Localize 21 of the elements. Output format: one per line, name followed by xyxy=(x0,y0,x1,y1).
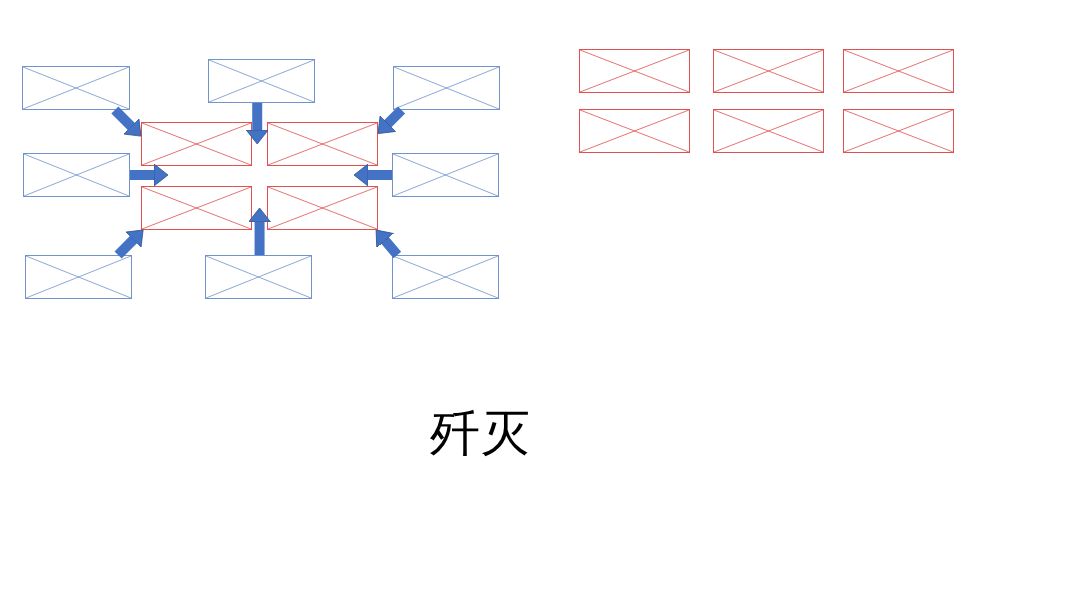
block-arrow xyxy=(245,103,269,145)
placeholder-box xyxy=(23,153,130,197)
placeholder-box xyxy=(208,59,315,103)
placeholder-box xyxy=(843,109,954,153)
placeholder-box xyxy=(392,153,499,197)
placeholder-box xyxy=(25,255,132,299)
block-arrow xyxy=(248,207,271,255)
placeholder-box xyxy=(713,49,824,93)
placeholder-box xyxy=(22,66,130,110)
placeholder-box xyxy=(393,66,500,110)
placeholder-box xyxy=(843,49,954,93)
placeholder-box xyxy=(579,109,690,153)
placeholder-box xyxy=(267,186,378,230)
placeholder-box xyxy=(141,122,252,166)
placeholder-box xyxy=(141,186,252,230)
placeholder-box xyxy=(205,255,312,299)
placeholder-box xyxy=(267,122,378,166)
heading-text: 歼灭 xyxy=(430,403,530,464)
placeholder-box xyxy=(579,49,690,93)
placeholder-box xyxy=(392,255,499,299)
placeholder-box xyxy=(713,109,824,153)
